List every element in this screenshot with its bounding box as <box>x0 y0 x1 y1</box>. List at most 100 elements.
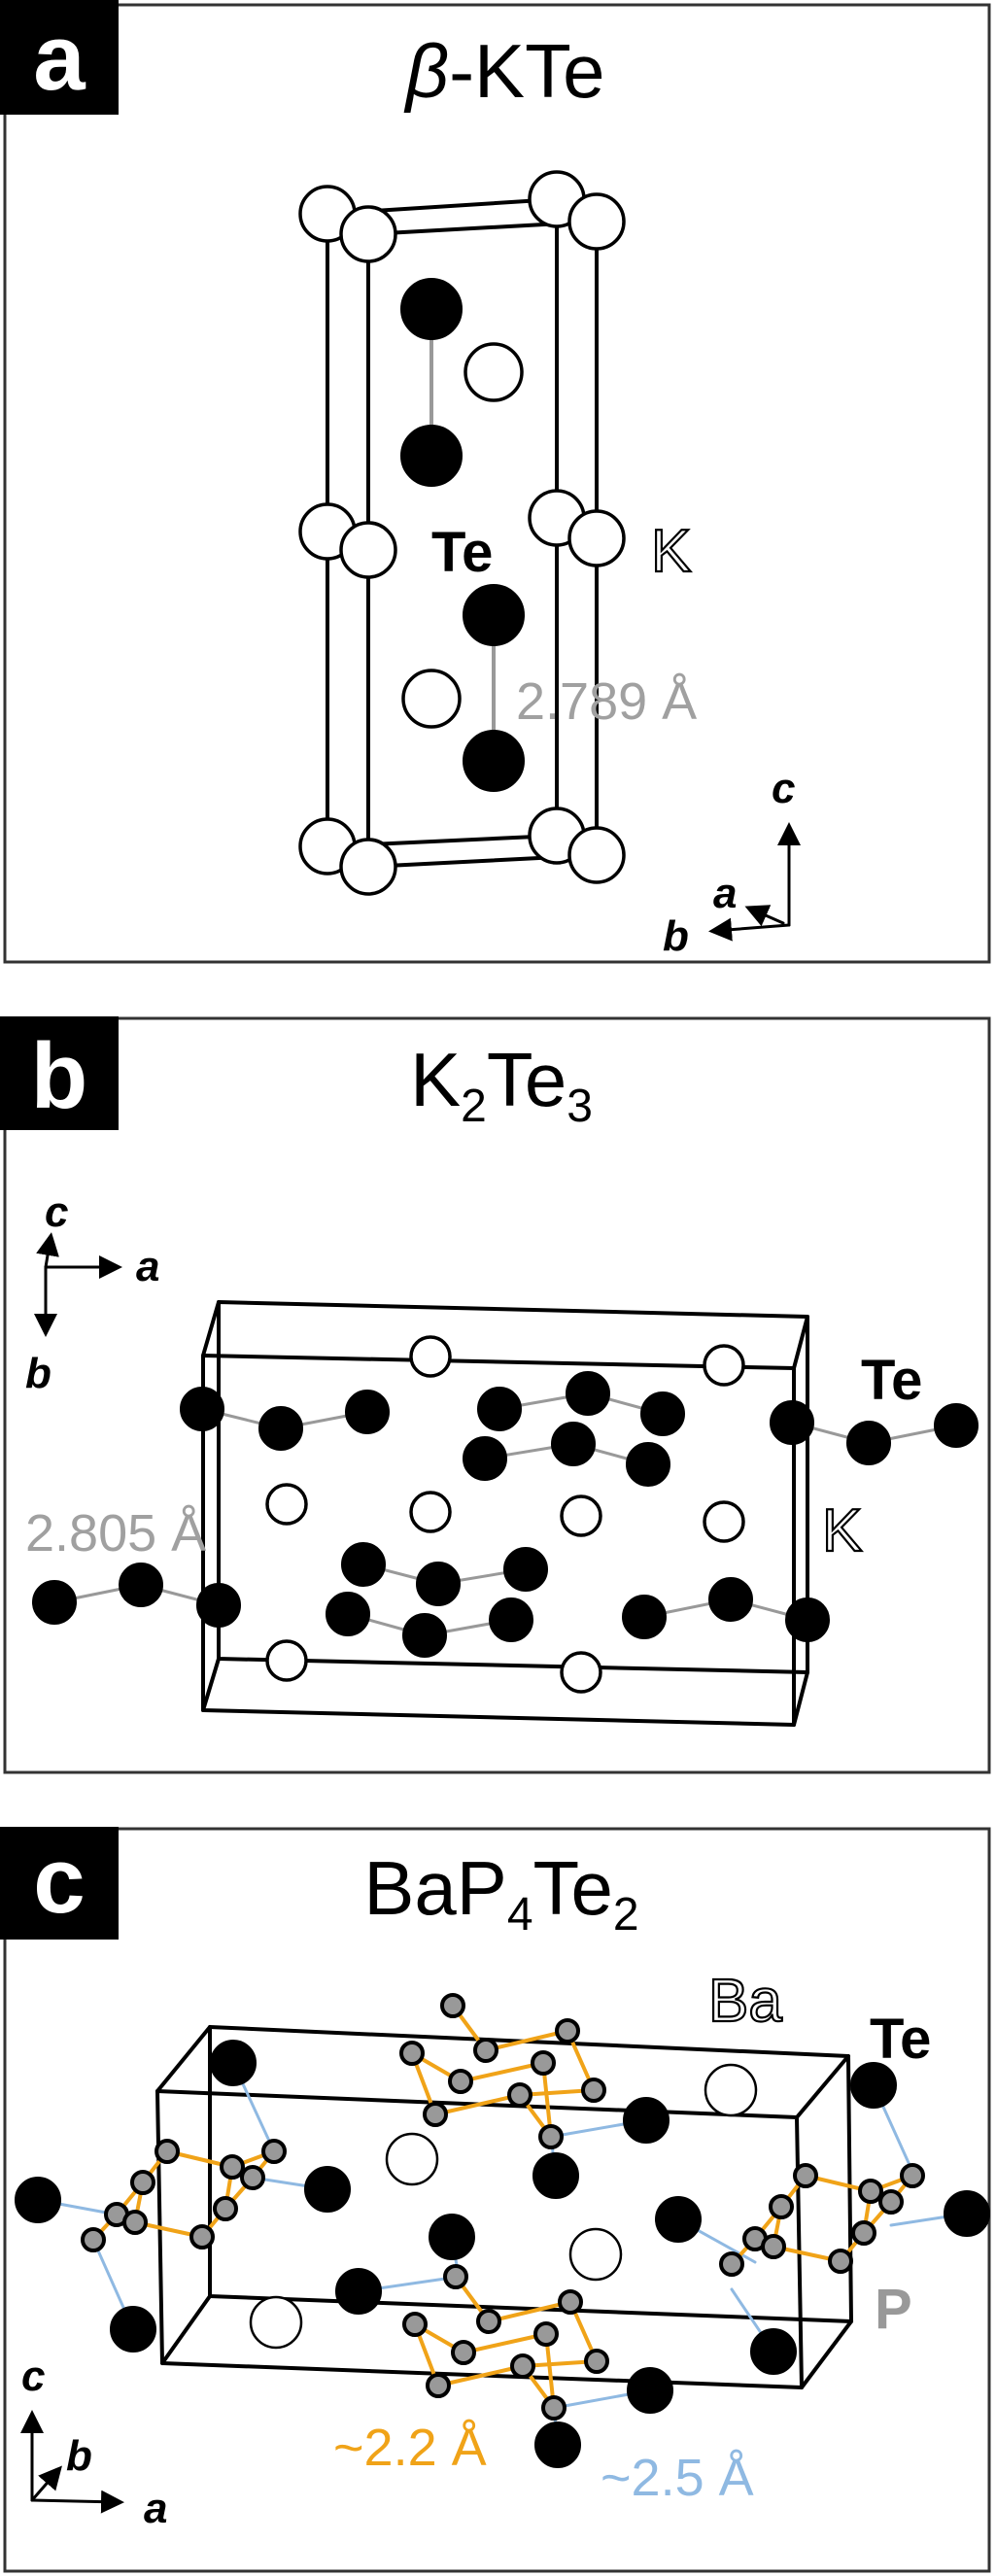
te-atom <box>463 1436 507 1481</box>
p-atom <box>130 2170 155 2195</box>
te-atom <box>655 2196 702 2243</box>
axis-a-label: a <box>713 870 737 917</box>
axis-c-label: c <box>21 2353 45 2400</box>
panel-b-label-box <box>0 1016 119 1130</box>
panel-c-title: BaP4Te2 <box>363 1845 638 1941</box>
p-atom <box>451 2340 476 2365</box>
bap4te2-structure <box>15 1993 990 2514</box>
te-te-bond-length: 2.789 Å <box>516 672 697 731</box>
p-atom <box>538 2124 564 2149</box>
title-te: Te <box>487 1037 567 1122</box>
p-atom <box>240 2165 265 2190</box>
axis-a-arrow <box>30 2490 124 2514</box>
te-atom <box>708 1577 753 1622</box>
unit-cell-back-face <box>208 2025 853 2323</box>
te-atom <box>626 1442 670 1487</box>
te-atom <box>489 1597 533 1642</box>
p-atom <box>878 2189 904 2215</box>
panel-c-border <box>3 1827 991 2573</box>
p-atom <box>531 2050 556 2076</box>
panel-b: b K2Te3 Te K 2.805 Å c a b <box>0 1016 991 1774</box>
te-atom <box>110 2306 156 2353</box>
title-k-subscript: 2 <box>461 1081 487 1132</box>
te-atom <box>944 2190 990 2237</box>
te-atom <box>770 1400 814 1445</box>
p-atom <box>828 2249 853 2274</box>
p-atom <box>769 2194 794 2219</box>
te-atom <box>750 2328 797 2375</box>
axis-b-label: b <box>663 912 689 960</box>
panel-a-title: β-KTe <box>404 28 605 114</box>
title-te-subscript: 2 <box>613 1889 639 1941</box>
te-atom <box>850 2062 897 2109</box>
k-atom-label: K <box>651 518 691 585</box>
p-p-bond-length: ~2.2 Å <box>333 2419 487 2477</box>
p-atom-label: P <box>875 2278 912 2341</box>
te-atom <box>534 2421 581 2468</box>
te-te-bond-length: 2.805 Å <box>25 1504 206 1563</box>
te-atom <box>463 730 525 792</box>
te-atom <box>32 1580 77 1625</box>
p-atom <box>423 2102 448 2127</box>
p-atom <box>81 2227 106 2252</box>
p-atom <box>213 2196 238 2221</box>
te-atom <box>640 1391 685 1436</box>
te-atom <box>304 2166 351 2213</box>
title-p: P <box>457 1845 507 1931</box>
p-atom <box>426 2373 451 2398</box>
unit-cell-edge <box>792 1670 809 1727</box>
k-atom <box>339 838 397 896</box>
axis-a-arrow <box>744 905 785 927</box>
te-atom <box>623 2097 670 2144</box>
te-atom <box>326 1592 370 1636</box>
p-atom <box>155 2139 180 2164</box>
te-atom <box>532 2152 579 2199</box>
p-atom <box>122 2210 148 2235</box>
k-atom <box>409 1335 452 1378</box>
unit-cell-edge <box>792 1315 809 1370</box>
p-atom <box>448 2069 473 2094</box>
k-atom-label: K <box>822 1497 862 1564</box>
p-atom <box>719 2251 744 2277</box>
te-atom <box>119 1563 163 1607</box>
unit-cell-edge <box>201 1300 221 1357</box>
p-p-bond <box>462 2332 548 2354</box>
te-atom <box>196 1583 241 1628</box>
p-p-bond <box>433 2093 522 2116</box>
p-atom <box>476 2309 501 2334</box>
p-atom <box>399 2041 425 2066</box>
p-atom <box>793 2163 818 2188</box>
te-atom <box>846 1421 891 1465</box>
k-atom <box>703 1344 745 1387</box>
te-atom <box>400 425 463 487</box>
te-atom-label: Te <box>431 521 493 584</box>
unit-cell-edge <box>201 1657 221 1712</box>
axis-c-arrow <box>36 1232 59 1269</box>
unit-cell-edge <box>795 2054 850 2119</box>
beta-kte-structure <box>298 170 801 942</box>
p-atom <box>510 2353 535 2379</box>
p-p-bond <box>484 2029 569 2052</box>
panel-c-label: c <box>33 1829 85 1933</box>
p-p-bond <box>436 2364 525 2387</box>
panel-a: a β-KTe Te K 2.789 Å c a b <box>0 0 991 964</box>
panel-a-border <box>3 3 991 964</box>
unit-cell-edge <box>800 2319 853 2389</box>
te-atom <box>416 1562 461 1606</box>
k2te3-structure <box>32 1232 979 1727</box>
p-atom <box>761 2234 786 2259</box>
te-atom <box>463 584 525 646</box>
p-atom <box>900 2163 925 2188</box>
title-te: Te <box>533 1845 613 1931</box>
p-atom <box>533 2321 559 2347</box>
k-atom <box>339 521 397 579</box>
k-atom <box>401 669 462 729</box>
p-p-bond <box>459 2061 545 2083</box>
unit-cell-edge <box>160 2294 212 2365</box>
te-atom <box>210 2040 257 2086</box>
te-atom <box>566 1371 610 1416</box>
p-atom <box>581 2078 606 2103</box>
te-atom-label: Te <box>870 2008 931 2071</box>
p-atom <box>443 2264 468 2289</box>
k-atom <box>464 342 524 402</box>
